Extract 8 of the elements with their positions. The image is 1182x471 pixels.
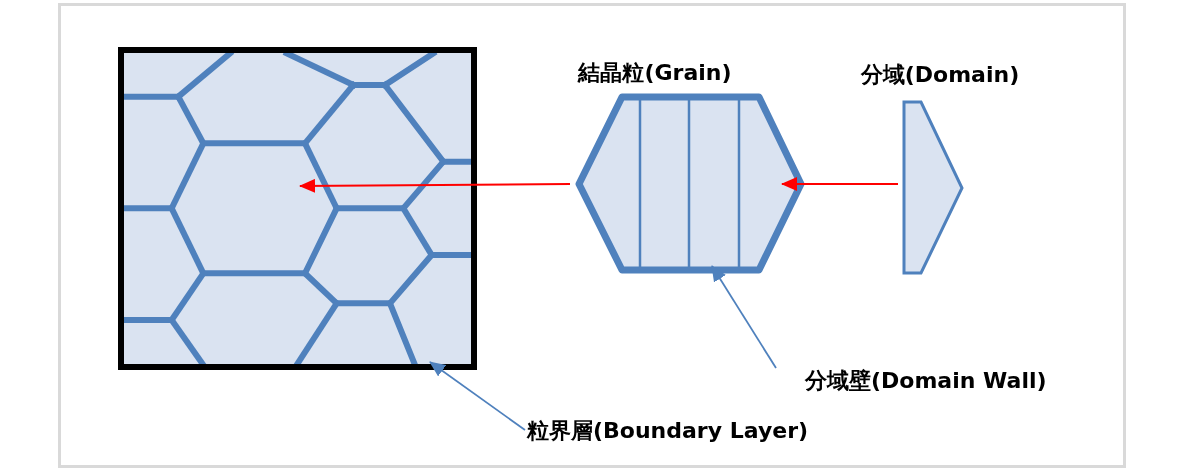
- leader-line: [429, 361, 526, 431]
- arrow: [299, 178, 571, 193]
- node-label: 結晶粒(Grain): [578, 62, 732, 84]
- callout-label: 粒界層(Boundary Layer): [527, 420, 809, 442]
- arrow: [781, 177, 899, 191]
- leader-line: [711, 265, 777, 369]
- callout-label: 分域壁(Domain Wall): [805, 370, 1047, 392]
- node-label: 分域(Domain): [860, 64, 1020, 86]
